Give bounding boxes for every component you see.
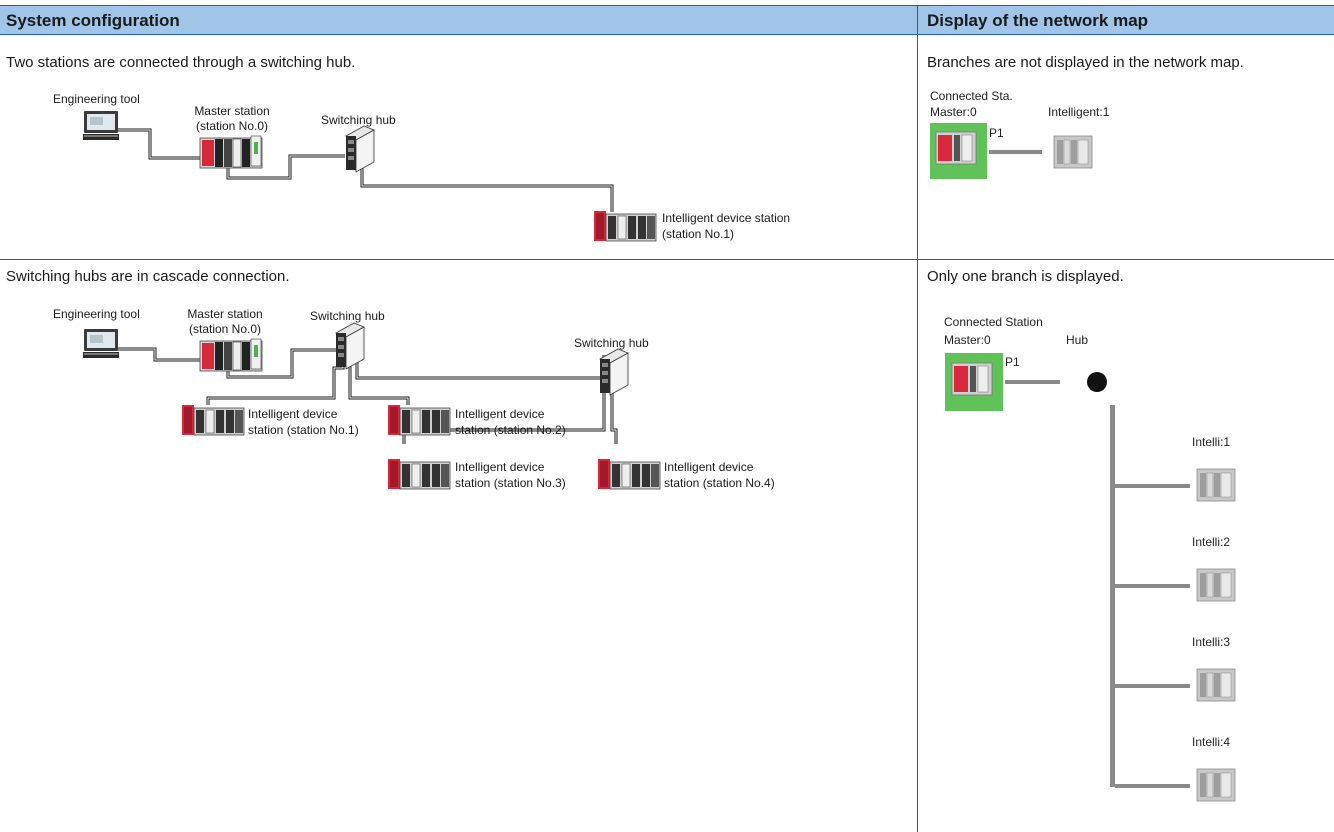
row2-intelligent-station-3 [387,458,451,490]
row2-label-intelligent-3-line2: station (station No.3) [455,476,566,490]
row2-label-intelligent-4-line2: station (station No.4) [664,476,775,490]
row2-label-intelligent-1-line2: station (station No.1) [248,423,359,437]
row1-system-diagram: Engineering tool Master station (station… [53,92,790,242]
row1-map-master-module [935,131,977,165]
row2-label-switching-hub-2: Switching hub [574,336,649,350]
row1-network-map: Connected Sta. Master:0 Intelligent:1 P1 [930,89,1110,179]
row1-map-caption: Branches are not displayed in the networ… [927,54,1244,71]
row2-label-switching-hub-1: Switching hub [310,309,385,323]
row2-map-branch-4: Intelli:4 [1115,735,1236,802]
row2-map-branch-2: Intelli:2 [1115,535,1236,602]
row2-map-caption: Only one branch is displayed. [927,268,1124,285]
row2-intelligent-station-4 [597,458,661,490]
row1-map-master-label: Master:0 [930,105,977,119]
row2-intelligent-station-2 [387,404,451,436]
row2-map-station-4-module [1196,768,1236,802]
row2-intelligent-station-1 [181,404,245,436]
row2-map-port-label: P1 [1005,355,1020,369]
row-divider [0,259,1334,260]
row2-map-master-module [951,362,993,396]
row1-system-caption: Two stations are connected through a swi… [6,54,356,71]
row2-switching-hub-1 [335,322,365,370]
row1-map-port-label: P1 [989,126,1004,140]
row2-map-station-4-label: Intelli:4 [1192,735,1230,749]
row2-label-intelligent-4-line1: Intelligent device [664,460,754,474]
row1-map-intelligent-module [1053,135,1093,169]
row2-map-header: Connected Station [944,315,1043,329]
row2-map-branch-trunk [1110,405,1115,787]
row2-engineering-tool [83,329,119,358]
row2-map-master-label: Master:0 [944,333,991,347]
row2-system-caption: Switching hubs are in cascade connection… [6,268,290,285]
row1-label-master-line1: Master station [194,104,269,118]
row1-intelligent-station [593,210,657,242]
column-header-network-map: Display of the network map [918,5,1334,35]
row1-map-link [989,150,1042,154]
row1-label-engineering-tool: Engineering tool [53,92,140,106]
row1-label-master-line2: (station No.0) [196,119,268,133]
row2-system-diagram: Engineering tool Master station (station… [53,307,775,490]
row2-label-intelligent-2-line2: station (station No.2) [455,423,566,437]
row2-map-station-3-label: Intelli:3 [1192,635,1230,649]
comparison-table: System configuration Display of the netw… [0,5,1334,832]
row2-label-intelligent-3-line1: Intelligent device [455,460,545,474]
column-divider [917,5,918,832]
row1-switching-hub [345,125,375,173]
row2-map-station-1-label: Intelli:1 [1192,435,1230,449]
row1-label-intelligent-line1: Intelligent device station [662,211,790,225]
row1-label-switching-hub: Switching hub [321,113,396,127]
row2-map-station-2-label: Intelli:2 [1192,535,1230,549]
row2-master-station [199,338,263,372]
row2-network-map: Connected Station Master:0 Hub P1 Intell… [944,315,1236,802]
row1-label-intelligent-line2: (station No.1) [662,227,734,241]
row2-map-branch-1: Intelli:1 [1115,435,1236,502]
row2-map-branch-3: Intelli:3 [1115,635,1236,702]
row2-label-engineering-tool: Engineering tool [53,307,140,321]
row1-engineering-tool [83,111,119,140]
row2-label-master-line1: Master station [187,307,262,321]
row1-master-station [199,135,263,169]
row2-map-link [1005,380,1060,384]
row2-label-intelligent-1-line1: Intelligent device [248,407,338,421]
row2-map-station-2-module [1196,568,1236,602]
column-header-system-configuration: System configuration [0,5,917,35]
row1-map-header: Connected Sta. [930,89,1013,103]
row2-map-station-3-module [1196,668,1236,702]
row1-map-intelligent-label: Intelligent:1 [1048,105,1110,119]
row2-label-intelligent-2-line1: Intelligent device [455,407,545,421]
row2-map-hub-label: Hub [1066,333,1088,347]
row2-label-master-line2: (station No.0) [189,322,261,336]
row2-map-hub-node [1087,372,1107,392]
row2-map-station-1-module [1196,468,1236,502]
